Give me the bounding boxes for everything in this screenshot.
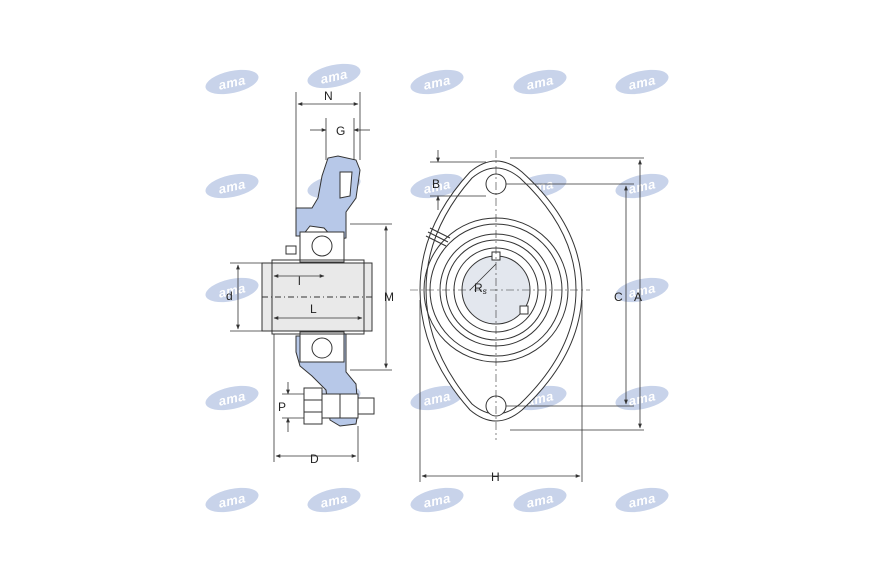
label-G: G (336, 124, 345, 138)
ball-upper (311, 235, 333, 257)
front-dimensions (419, 150, 644, 482)
label-N: N (324, 89, 333, 103)
watermark-label: ama (525, 490, 555, 510)
watermark-label: ama (627, 176, 657, 196)
label-D: D (310, 452, 319, 466)
watermark-label: ama (319, 66, 349, 86)
label-A: A (634, 290, 642, 304)
watermark-label: ama (627, 490, 657, 510)
side-dimensions (230, 92, 392, 462)
watermark-label: ama (627, 72, 657, 92)
label-H: H (491, 470, 500, 484)
dimension-labels: N G B d l L M P D C A H Rs (226, 89, 642, 484)
label-C: C (614, 290, 623, 304)
watermark-label: ama (422, 176, 452, 196)
label-l: l (298, 274, 301, 288)
label-M: M (384, 290, 394, 304)
ball-lower (311, 337, 333, 359)
housing-upper (295, 155, 361, 241)
side-section-view (261, 155, 375, 427)
label-Rs: Rs (474, 281, 487, 296)
label-B: B (432, 177, 440, 191)
label-L: L (310, 302, 317, 316)
watermark-label: ama (422, 388, 452, 408)
watermark-label: ama (217, 72, 247, 92)
label-d: d (226, 289, 233, 303)
label-P: P (278, 400, 286, 414)
watermark-label: ama (217, 176, 247, 196)
watermark-label: ama (525, 72, 555, 92)
watermark-label: ama (422, 72, 452, 92)
front-view (410, 150, 590, 440)
bolt-head (303, 387, 323, 425)
watermark-label: ama (319, 490, 349, 510)
watermark-label: ama (422, 490, 452, 510)
watermark-label: ama (627, 388, 657, 408)
watermark-label: ama (217, 490, 247, 510)
watermark-label: ama (627, 280, 657, 300)
watermark-label: ama (217, 388, 247, 408)
